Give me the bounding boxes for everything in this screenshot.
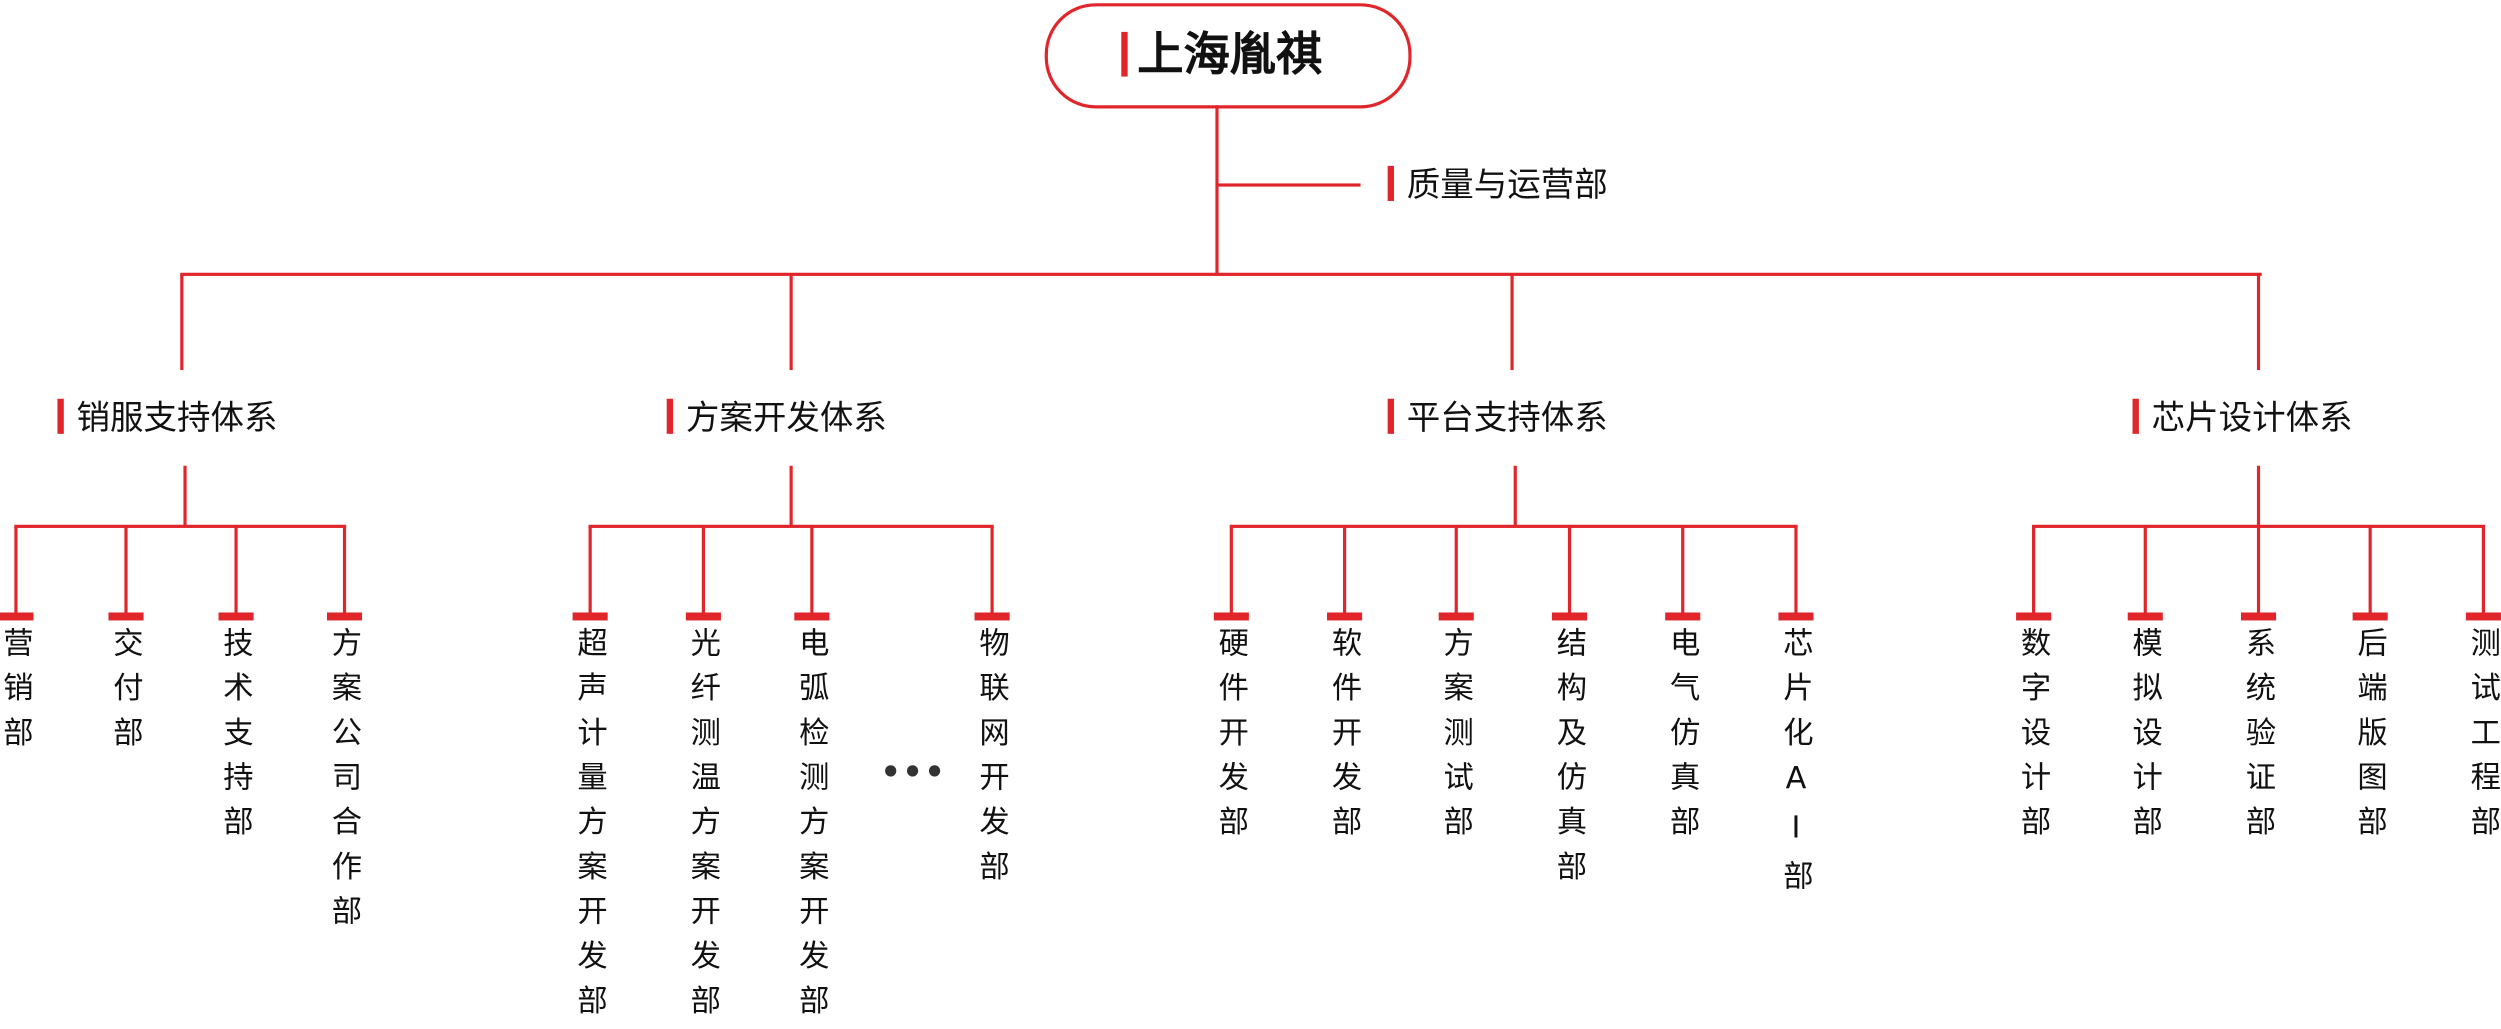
accent-bar (685, 612, 721, 621)
connector-line (2032, 526, 2036, 615)
system-node: 平台支持体系 (1387, 397, 1608, 438)
department-label: 方案公司合作部 (326, 626, 363, 940)
department-label: 系统验证部 (2240, 626, 2277, 851)
accent-bar (794, 612, 830, 621)
ellipsis-icon: ••• (880, 752, 947, 792)
root-label: 上海胤祺 (1137, 27, 1323, 82)
staff-dept-label: 质量与运营部 (1406, 165, 1608, 205)
department-label: 电气仿真部 (1665, 626, 1701, 851)
connector-line (2256, 274, 2261, 371)
connector-line (124, 526, 128, 615)
department-label: 技术支持部 (218, 626, 254, 851)
connector-line (1567, 526, 1572, 615)
accent-bar (2127, 612, 2163, 621)
connector-line (180, 274, 184, 371)
accent-bar (0, 612, 34, 621)
department-label: 超声计量方案开发部 (572, 626, 608, 1029)
root-node: 上海胤祺 (1044, 3, 1412, 109)
department-label: 物联网开发部 (974, 626, 1010, 895)
connector-line (234, 526, 238, 615)
accent-bar (572, 612, 608, 621)
system-label: 销服支持体系 (76, 398, 278, 438)
department-label: 交付部 (108, 626, 144, 761)
accent-bar (108, 612, 144, 621)
connector-line (1216, 183, 1361, 187)
accent-bar (666, 398, 674, 434)
connector-line (14, 526, 18, 615)
accent-bar (974, 612, 1010, 621)
department-label: 数字设计部 (2016, 626, 2052, 851)
department-label: 硬件开发部 (1213, 626, 1249, 851)
accent-bar (1327, 612, 1363, 621)
connector-line (789, 465, 793, 527)
connector-line (2368, 526, 2372, 615)
accent-bar (2016, 612, 2052, 621)
connector-line (183, 465, 187, 527)
connector-line (342, 526, 347, 615)
accent-bar (1551, 612, 1588, 621)
connector-line (1215, 105, 1219, 275)
connector-line (2481, 526, 2486, 615)
connector-line (701, 526, 705, 615)
department-label: 模拟设计部 (2127, 626, 2163, 851)
connector-line (1510, 274, 1514, 371)
system-node: 芯片设计体系 (2132, 397, 2353, 438)
system-node: 销服支持体系 (57, 397, 278, 438)
department-label: 软件开发部 (1327, 626, 1363, 851)
accent-bar (2465, 612, 2501, 621)
accent-bar (1665, 612, 1701, 621)
accent-bar (2352, 612, 2388, 621)
department-label: 营销部 (0, 626, 34, 761)
connector-line (789, 274, 793, 371)
accent-bar (326, 612, 363, 621)
accent-bar (57, 398, 64, 434)
connector-line (990, 526, 994, 615)
department-label: 结构及仿真部 (1551, 626, 1588, 895)
accent-bar (1387, 398, 1395, 434)
department-label: 电弧检测方案开发部 (794, 626, 830, 1029)
accent-bar (218, 612, 254, 621)
connector-line (588, 526, 592, 615)
connector-line (2032, 524, 2486, 528)
connector-line (2256, 526, 2261, 615)
accent-bar (1438, 612, 1474, 621)
connector-line (1342, 526, 1347, 615)
accent-bar (1121, 31, 1128, 77)
connector-line (1229, 526, 1233, 615)
connector-line (2143, 526, 2147, 615)
connector-line (180, 272, 2262, 276)
system-label: 芯片设计体系 (2151, 398, 2353, 438)
department-label: 后端版图部 (2352, 626, 2388, 851)
staff-dept-node: 质量与运营部 (1387, 164, 1608, 205)
connector-line (1229, 524, 1798, 528)
connector-line (2256, 465, 2261, 527)
department-label: 方案测试部 (1438, 626, 1474, 851)
system-node: 方案开发体系 (666, 397, 887, 438)
department-label: 测试工程部 (2465, 626, 2501, 851)
accent-bar (1387, 165, 1395, 201)
accent-bar (1778, 612, 1814, 621)
connector-line (810, 526, 814, 615)
connector-line (1454, 526, 1458, 615)
connector-line (588, 524, 994, 528)
system-label: 方案开发体系 (685, 398, 887, 438)
system-label: 平台支持体系 (1406, 398, 1608, 438)
department-label: 芯片化AI部 (1778, 626, 1814, 905)
accent-bar (2240, 612, 2277, 621)
connector-line (1794, 526, 1798, 615)
accent-bar (1213, 612, 1249, 621)
accent-bar (2132, 398, 2139, 434)
connector-line (1681, 526, 1685, 615)
connector-line (14, 524, 347, 528)
connector-line (1513, 465, 1517, 527)
department-label: 光纤测温方案开发部 (685, 626, 721, 1029)
